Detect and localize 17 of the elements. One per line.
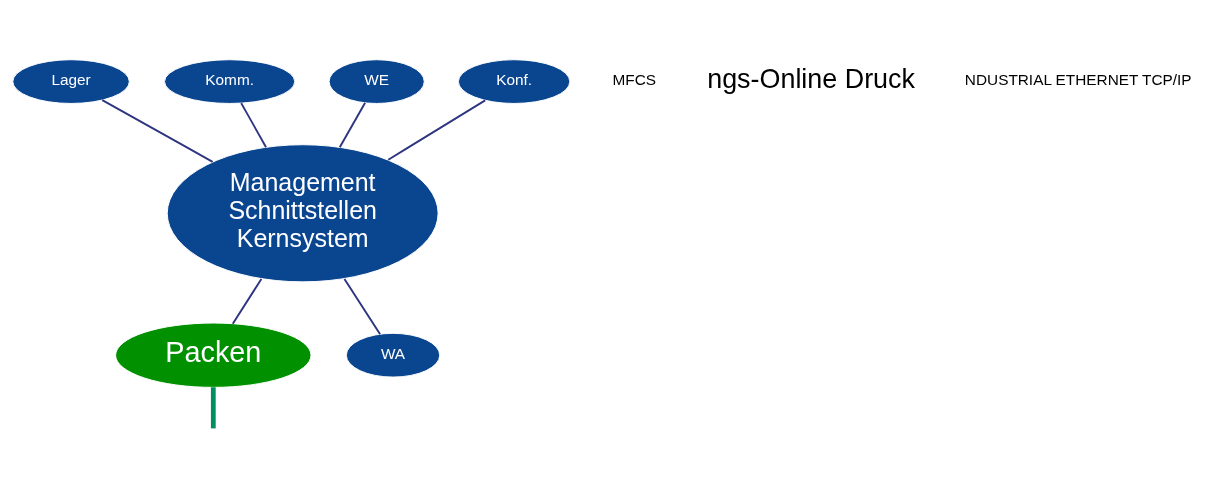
connector (387, 98, 487, 161)
connector (101, 98, 214, 163)
node-ellipse: Lager (12, 58, 130, 104)
node-ellipse: Konf. (457, 58, 571, 104)
node-ellipse: Management Schnittstellen Kernsystem (166, 143, 439, 282)
label: ngs-Online Druck (707, 63, 915, 94)
connector (231, 277, 263, 325)
label: MFCS (612, 70, 656, 88)
node-ellipse: WE (328, 58, 425, 104)
node-ellipse: WA (345, 332, 441, 378)
node-ellipse: Packen (115, 322, 312, 388)
connector (210, 386, 216, 428)
connector (240, 101, 267, 148)
label: NDUSTRIAL ETHERNET TCP/IP (964, 70, 1192, 88)
connector (343, 277, 382, 335)
node-ellipse: Komm. (164, 58, 296, 104)
connector (338, 101, 367, 148)
